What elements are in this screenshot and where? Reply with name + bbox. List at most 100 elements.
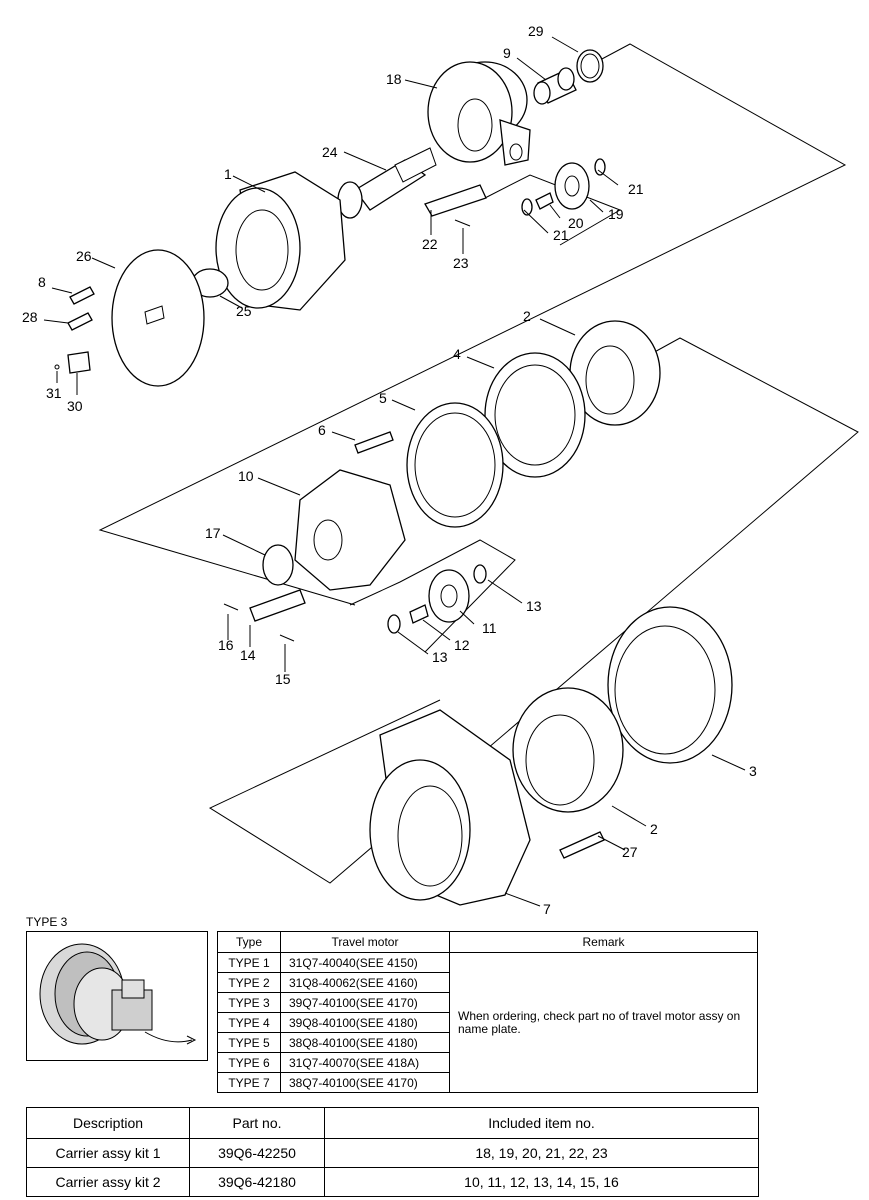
carrier2-gear-outline <box>349 539 516 653</box>
part-8-bolt <box>69 286 95 305</box>
callout-30: 30 <box>67 398 83 414</box>
header-included-items: Included item no. <box>324 1107 759 1139</box>
type-cell: TYPE 1 <box>217 952 281 973</box>
table-row: Carrier assy kit 2 39Q6-42180 10, 11, 12… <box>26 1167 759 1197</box>
header-part-no: Part no. <box>189 1107 325 1139</box>
part-24-sun-shaft <box>337 147 437 219</box>
motor-cell: 38Q7-40100(SEE 4170) <box>280 1072 450 1093</box>
part-no-cell: 39Q6-42250 <box>189 1138 325 1168</box>
table-row: TYPE 2 31Q8-40062(SEE 4160) <box>217 972 758 993</box>
type-table-header: Type Travel motor Remark <box>217 931 758 953</box>
part-11-planet-gear <box>428 569 470 623</box>
type-cell: TYPE 3 <box>217 992 281 1013</box>
callout-26: 26 <box>76 248 92 264</box>
callout-19: 19 <box>608 206 624 222</box>
part-2-main-bearing-upper <box>569 320 661 426</box>
part-30-name-plate <box>67 351 91 374</box>
part-3-floating-seal <box>607 606 733 764</box>
callout-21-bottom: 21 <box>553 227 569 243</box>
callout-9: 9 <box>503 45 511 61</box>
callout-8: 8 <box>38 274 46 290</box>
callout-15: 15 <box>275 671 291 687</box>
header-type: Type <box>217 931 281 953</box>
kit-table-header: Description Part no. Included item no. <box>26 1107 759 1139</box>
part-13-thrust-washer-b <box>387 614 401 634</box>
callout-5: 5 <box>379 390 387 406</box>
callout-7: 7 <box>543 901 551 915</box>
type-cell: TYPE 4 <box>217 1012 281 1033</box>
callout-27: 27 <box>622 844 638 860</box>
exploded-parts-diagram: 29 9 18 24 1 21 20 19 21 22 23 26 8 28 2… <box>22 23 859 915</box>
part-19-planet-gear <box>554 162 590 210</box>
travel-motor-illustration <box>39 943 197 1045</box>
motor-cell: 39Q8-40100(SEE 4180) <box>280 1012 450 1033</box>
callout-21-top: 21 <box>628 181 644 197</box>
part-2-main-bearing-lower <box>512 687 624 813</box>
table-row: TYPE 1 31Q7-40040(SEE 4150) When orderin… <box>217 952 758 1093</box>
type3-thumbnail <box>26 931 208 1061</box>
type-cell: TYPE 6 <box>217 1052 281 1073</box>
callout-24: 24 <box>322 144 338 160</box>
part-29-snap-ring <box>576 49 604 83</box>
part-23-spring-pin <box>454 219 471 227</box>
part-10-carrier <box>294 469 406 591</box>
part-17-sun-gear <box>262 544 294 586</box>
part-14-pin <box>249 589 306 622</box>
callout-10: 10 <box>238 468 254 484</box>
callout-29: 29 <box>528 23 544 39</box>
type3-title: TYPE 3 <box>26 915 68 929</box>
callout-31: 31 <box>46 385 62 401</box>
part-26-cover <box>111 249 205 387</box>
part-15-spring-pin <box>279 634 295 642</box>
part-1-ring-gear <box>215 171 346 311</box>
callout-28: 28 <box>22 309 38 325</box>
part-18-carrier <box>427 61 531 166</box>
part-13-thrust-washer-a <box>473 564 487 584</box>
callout-2-upper: 2 <box>523 308 531 324</box>
included-items-cell: 10, 11, 12, 13, 14, 15, 16 <box>324 1167 759 1197</box>
part-5-gasket <box>406 402 504 528</box>
part-7-housing <box>369 709 531 906</box>
table-row: TYPE 7 38Q7-40100(SEE 4170) <box>217 1072 758 1093</box>
callout-1: 1 <box>224 166 232 182</box>
part-4-ring-gear <box>484 352 586 478</box>
type-cell: TYPE 7 <box>217 1072 281 1093</box>
included-items-cell: 18, 19, 20, 21, 22, 23 <box>324 1138 759 1168</box>
part-6-bolt <box>354 431 394 454</box>
motor-cell: 31Q7-40040(SEE 4150) <box>280 952 450 973</box>
callout-18: 18 <box>386 71 402 87</box>
callout-11: 11 <box>482 620 497 636</box>
part-27-bolt <box>559 831 605 859</box>
kit-table: Description Part no. Included item no. C… <box>26 1107 759 1197</box>
part-9-needle-bearing <box>533 67 577 105</box>
description-cell: Carrier assy kit 1 <box>26 1138 190 1168</box>
header-description: Description <box>26 1107 190 1139</box>
callout-17: 17 <box>205 525 221 541</box>
callout-6: 6 <box>318 422 326 438</box>
callout-4: 4 <box>453 346 461 362</box>
leader-lines <box>43 36 746 907</box>
motor-cell: 38Q8-40100(SEE 4180) <box>280 1032 450 1053</box>
remark-cell: When ordering, check part no of travel m… <box>449 952 758 1093</box>
callout-12: 12 <box>454 637 470 653</box>
part-31-rivet <box>54 364 60 370</box>
callout-13-right: 13 <box>526 598 542 614</box>
part-no-cell: 39Q6-42180 <box>189 1167 325 1197</box>
callout-25: 25 <box>236 303 252 319</box>
type-table: Type Travel motor Remark TYPE 1 31Q7-400… <box>217 931 758 1093</box>
part-16-spring-pin <box>223 603 239 611</box>
callout-20: 20 <box>568 215 584 231</box>
part-28-plug <box>67 312 93 331</box>
upper-group-outline <box>98 43 847 606</box>
type-cell: TYPE 5 <box>217 1032 281 1053</box>
callout-16: 16 <box>218 637 234 653</box>
type-cell: TYPE 2 <box>217 972 281 993</box>
table-row: Carrier assy kit 1 39Q6-42250 18, 19, 20… <box>26 1138 759 1168</box>
motor-cell: 31Q7-40070(SEE 418A) <box>280 1052 450 1073</box>
callout-13-left: 13 <box>432 649 448 665</box>
callout-22: 22 <box>422 236 438 252</box>
part-12-needle-bearing <box>409 604 429 624</box>
header-remark: Remark <box>449 931 758 953</box>
header-travel-motor: Travel motor <box>280 931 450 953</box>
callout-3: 3 <box>749 763 757 779</box>
